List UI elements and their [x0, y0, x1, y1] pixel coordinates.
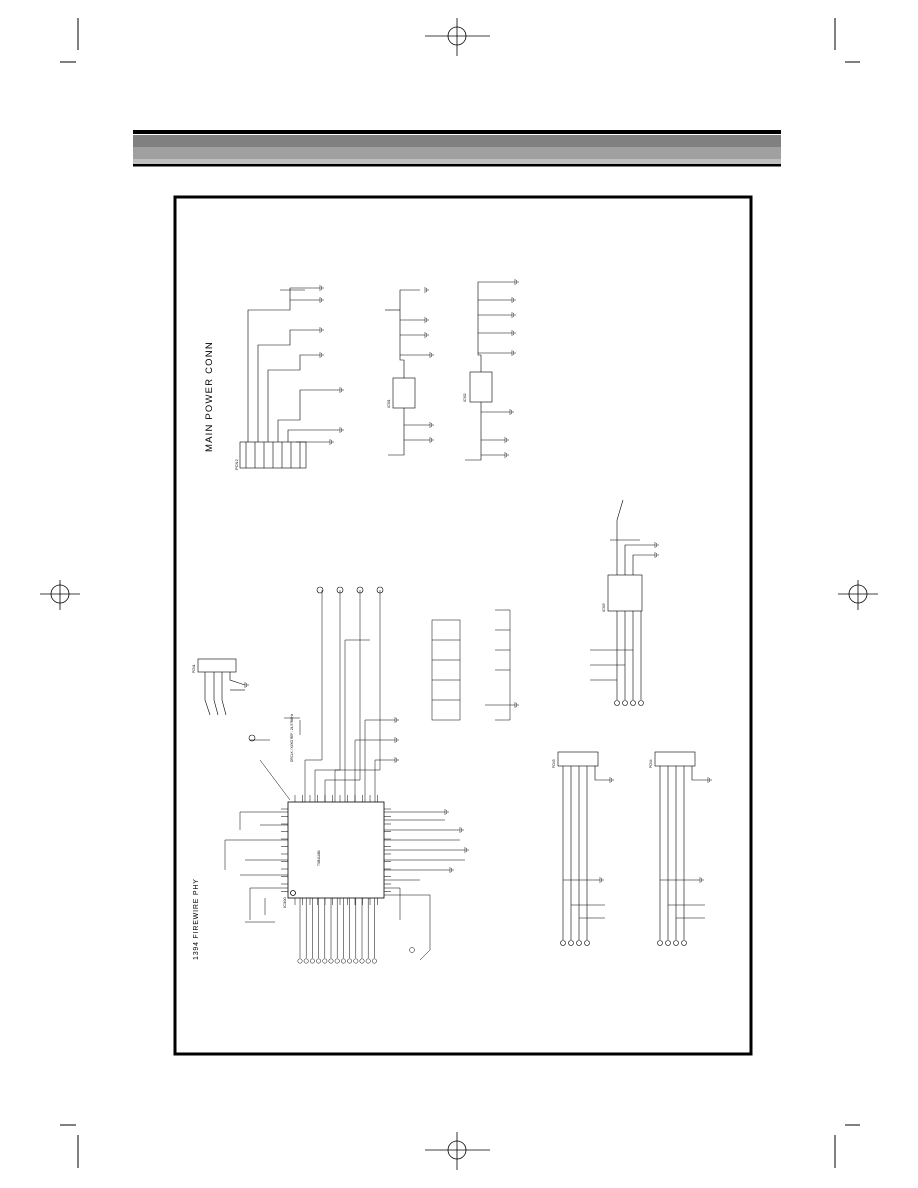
firewire-phy-chip: [287, 801, 385, 899]
connector-pcn4-ref: PCN4: [649, 759, 653, 768]
firewire-chip-ref: IC300: [282, 897, 287, 908]
regulator-ic302-ref: IC302: [463, 393, 467, 402]
header-bar: [133, 130, 781, 167]
eeprom-ref: IC303: [602, 603, 606, 612]
main-power-conn-title: MAIN POWER CONN: [204, 341, 215, 452]
firewire-ref-note: DRCLK / XI/XO REF : 24.576MHz: [290, 713, 294, 762]
firewire-port-connector: [197, 658, 246, 716]
regulator-ic301-ref: IC301: [387, 399, 391, 408]
firewire-phy-title: 1394 FIREWIRE PHY: [193, 878, 200, 960]
phy-right-signals: [384, 811, 465, 961]
eeprom-endpoints: [614, 700, 644, 706]
eeprom-ic303: [590, 499, 655, 700]
phy-top-endpoints: [248, 586, 384, 742]
port-connector-ref: PCN1: [192, 664, 196, 673]
crop-marks: [60, 18, 860, 1168]
registration-crosshair-left: [40, 580, 80, 610]
regulator-ic301: [385, 289, 430, 456]
registration-crosshair-bottom: [425, 1132, 490, 1170]
regulator-ic302: [465, 281, 515, 461]
phy-left-components: [224, 811, 288, 923]
bus-caps-group: [431, 609, 515, 721]
registration-crosshair-top: [425, 18, 490, 56]
firewire-chip-part: TSB41AB1: [317, 850, 321, 866]
schematic-frame: [173, 195, 753, 1056]
firewire-chip-pins: [281, 795, 391, 905]
registration-crosshair-right: [838, 580, 878, 610]
connector-pcn4: [654, 751, 708, 946]
power-connector-section: [239, 287, 340, 469]
phy-top-signals: [250, 590, 395, 802]
power-connector-ref: PCN2: [234, 459, 239, 470]
phy-bottom-signals: [297, 898, 377, 964]
connector-pcn3-ref: PCN3: [552, 759, 556, 768]
ground-symbols: [244, 279, 712, 883]
connector-pcn3: [557, 751, 610, 946]
